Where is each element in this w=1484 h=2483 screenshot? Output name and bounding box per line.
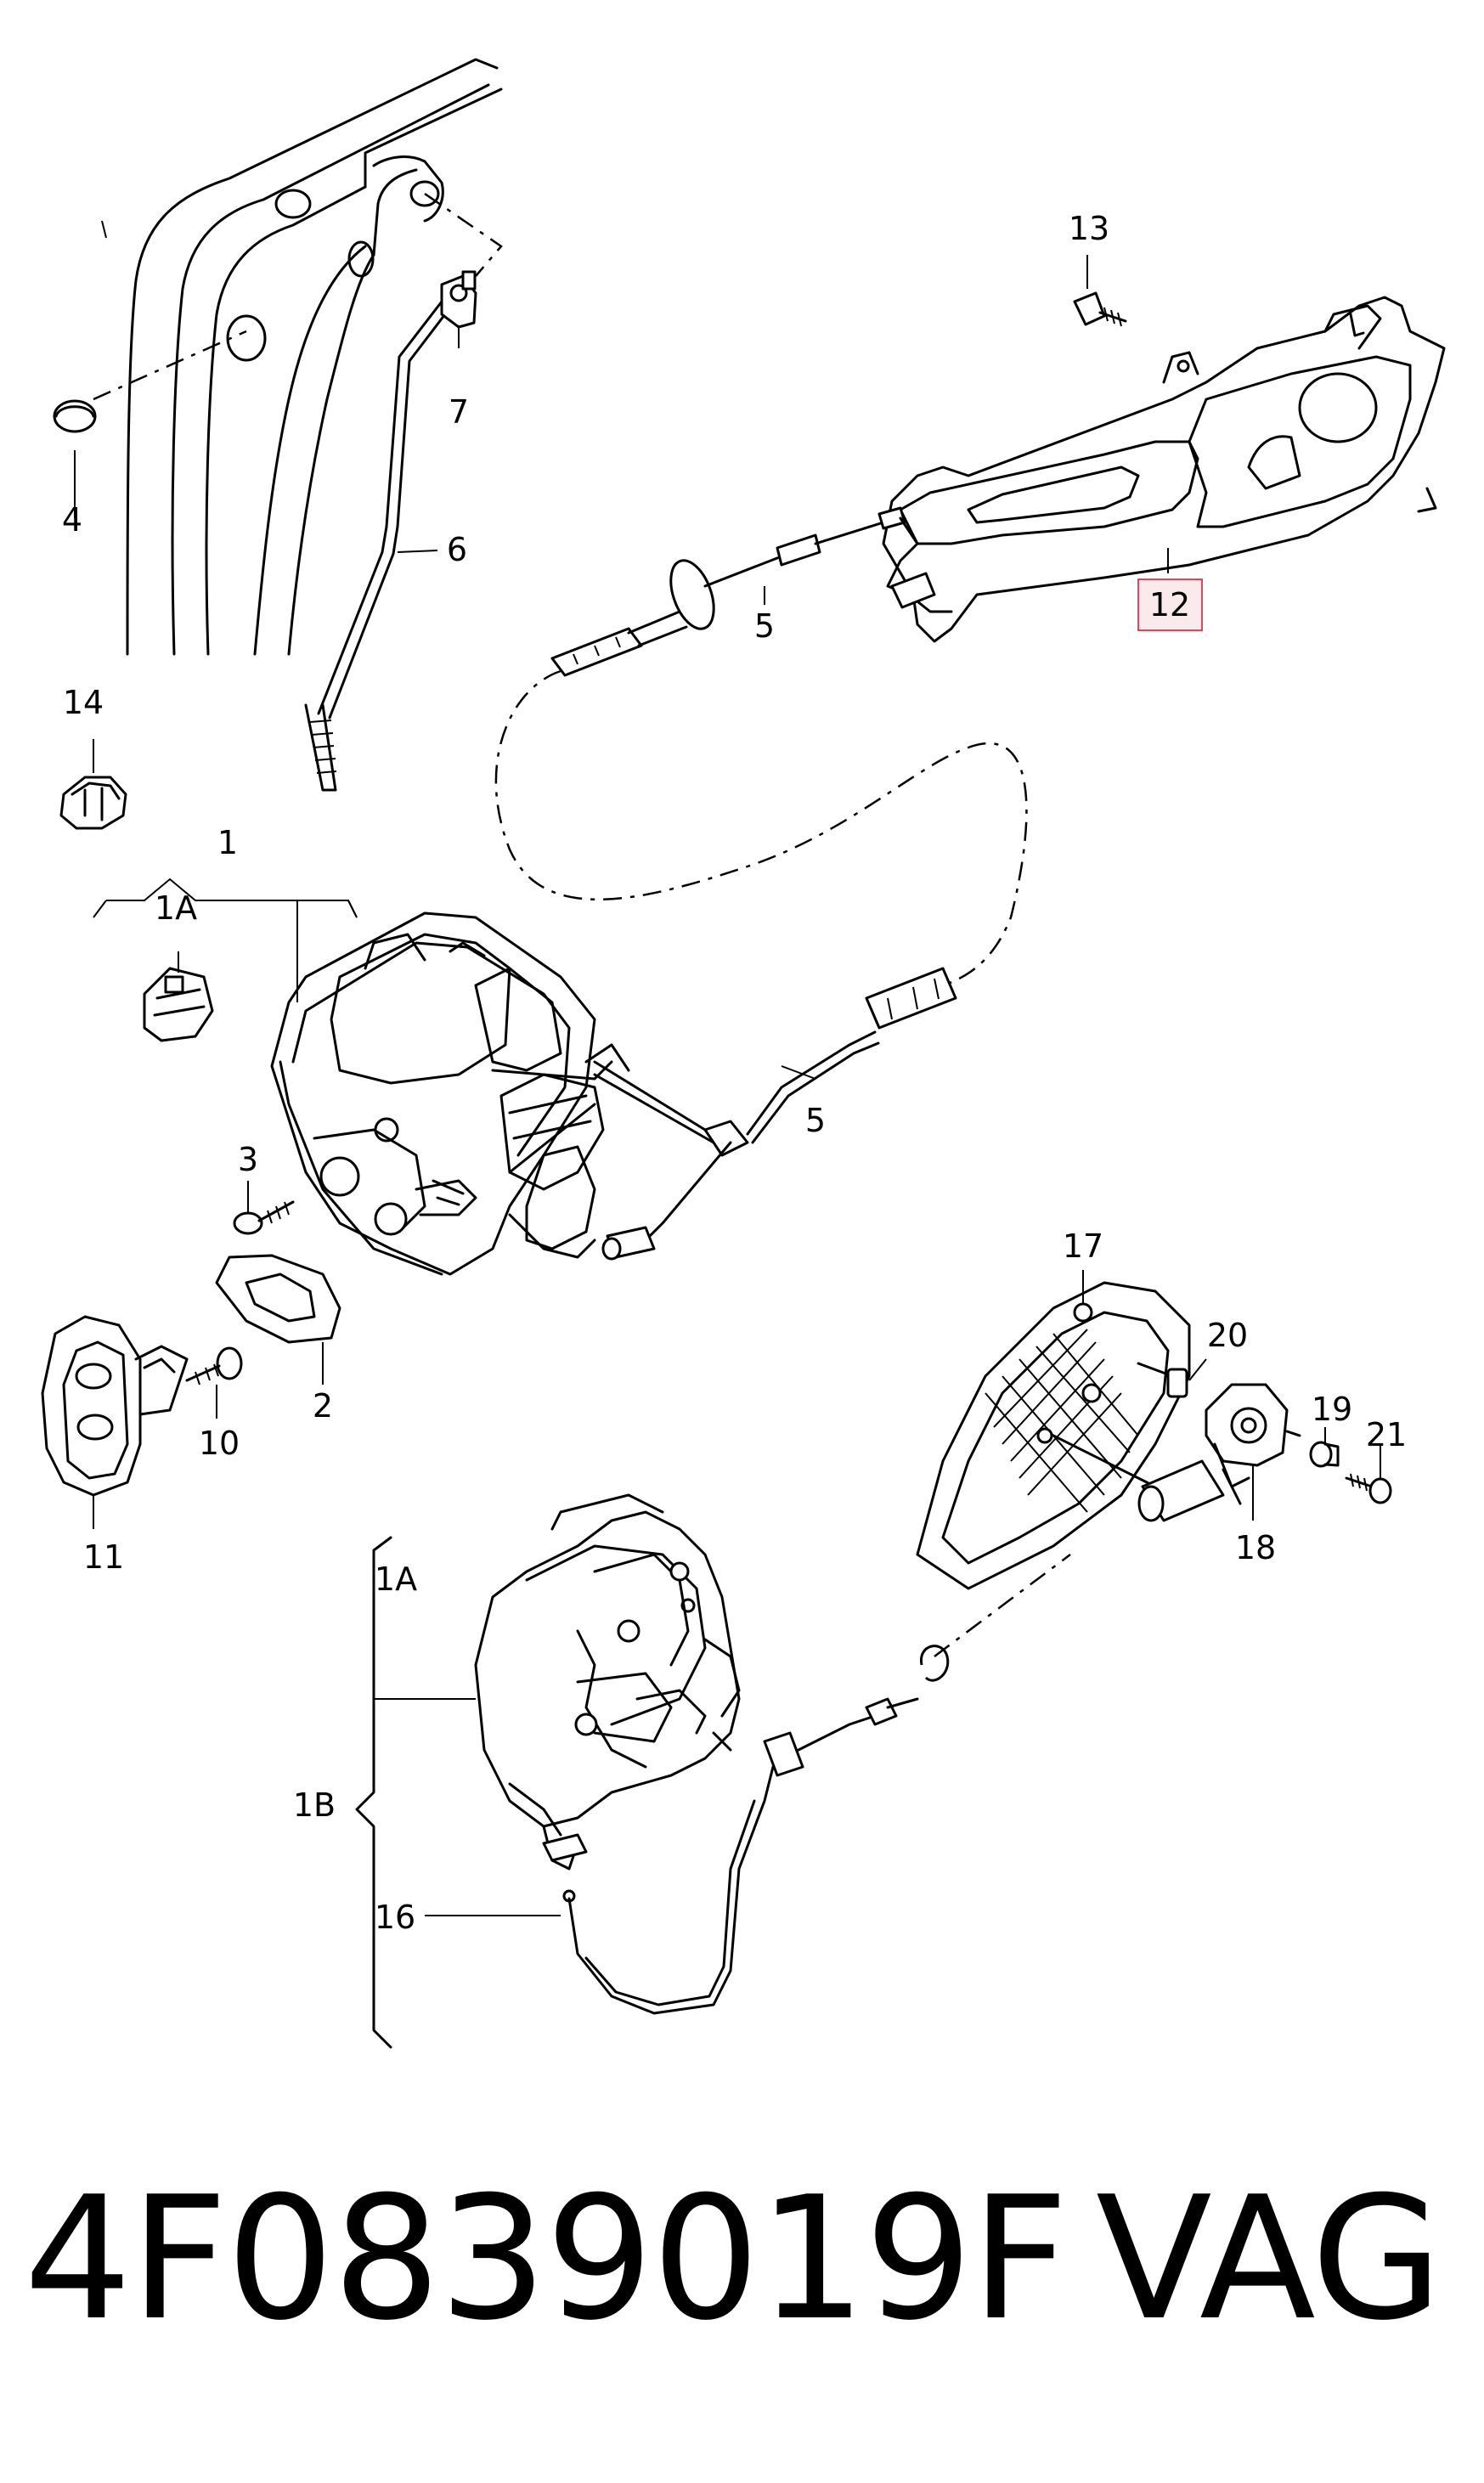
callout-16: 16 — [375, 1899, 415, 1936]
screw-part-21 — [1345, 1473, 1392, 1504]
callout-2: 2 — [313, 1387, 333, 1425]
dash-guide-7 — [424, 192, 503, 277]
callout-5-bottom: 5 — [805, 1102, 826, 1139]
callout-3: 3 — [238, 1141, 258, 1178]
callout-17: 17 — [1063, 1227, 1103, 1265]
cable-routing-loop — [494, 669, 1028, 987]
callout-1b: 1B — [293, 1786, 336, 1824]
callout-20: 20 — [1207, 1317, 1248, 1354]
callout-1a-top: 1A — [155, 889, 197, 927]
bowden-cable-part — [562, 1645, 950, 2015]
window-module-part — [916, 1281, 1191, 1590]
plug-part-4 — [53, 399, 97, 433]
callout-1: 1 — [217, 824, 238, 861]
callout-1a-side: 1A — [375, 1560, 417, 1598]
release-cable-part — [550, 506, 936, 677]
callout-14: 14 — [63, 684, 104, 721]
callout-4: 4 — [62, 501, 82, 539]
callout-labels: 1 1A 1A 1B 2 3 4 5 5 6 7 10 11 12 13 14 … — [62, 210, 1407, 1936]
door-panel-drawing — [126, 58, 503, 656]
callout-6: 6 — [447, 531, 467, 568]
callout-21: 21 — [1366, 1416, 1407, 1453]
callout-7: 7 — [449, 393, 469, 431]
callout-18: 18 — [1235, 1529, 1276, 1566]
callout-12: 12 — [1149, 586, 1190, 624]
striker-plate-part — [41, 1315, 189, 1497]
pin-part-20 — [1137, 1362, 1188, 1398]
lock-lever-part — [593, 1060, 749, 1261]
inner-handle-part — [882, 296, 1446, 643]
screw-part-13 — [1073, 291, 1127, 327]
brand-name: VAG — [1096, 2160, 1442, 2358]
motor-part-18 — [1137, 1383, 1301, 1522]
rod-clip-part — [440, 270, 477, 329]
part-number: 4F0839019F — [24, 2160, 1069, 2358]
leader-lines — [74, 220, 1381, 1916]
bracket-part-2 — [215, 1254, 341, 1344]
callout-5-top: 5 — [754, 607, 775, 645]
door-lock-assembly-part — [270, 911, 630, 1276]
callout-10: 10 — [199, 1425, 240, 1462]
lock-unit-lower-part — [474, 1493, 741, 1871]
screw-part-10 — [185, 1346, 243, 1385]
callout-12-highlight — [1137, 578, 1203, 631]
release-cable-lower-part — [746, 967, 957, 1144]
callout-19: 19 — [1312, 1391, 1352, 1428]
screw-part-3 — [233, 1200, 295, 1235]
callout-11: 11 — [83, 1538, 124, 1576]
group-brace-1ab — [355, 1536, 392, 2049]
lock-motor-part-1a — [143, 967, 214, 1042]
clip-part-14 — [59, 776, 127, 830]
dash-guide-16 — [934, 1554, 1071, 1657]
dash-guide-4 — [93, 330, 247, 401]
lock-rod-part — [304, 300, 452, 792]
callout-13: 13 — [1069, 210, 1109, 247]
washer-part-19 — [1309, 1441, 1340, 1468]
